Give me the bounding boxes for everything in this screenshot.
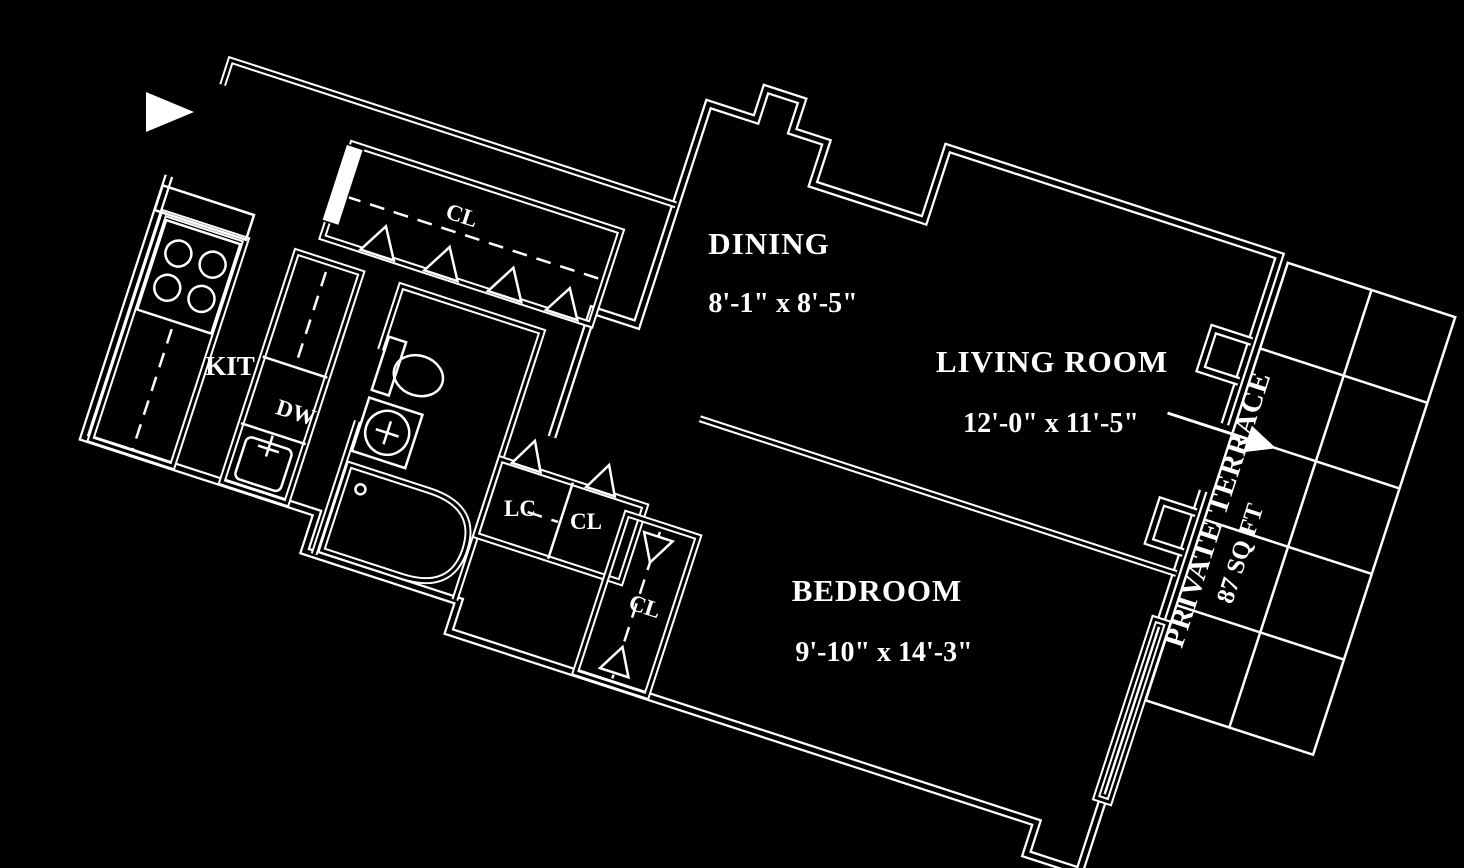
kitchen-label: KIT [205, 351, 255, 381]
tub-drain [354, 483, 367, 496]
bedroom-divider-wall [698, 415, 1178, 577]
exterior-walls [78, 83, 1286, 868]
kitchen-counter [86, 183, 256, 471]
terrace-access-arrow [1167, 411, 1276, 453]
entry-door-leaf [320, 143, 365, 227]
bathtub [317, 460, 472, 585]
hanger-triangle [642, 530, 676, 565]
entry-closet [318, 139, 626, 329]
stove [135, 218, 242, 336]
counter-return [153, 183, 256, 242]
bedroom-label: BEDROOM [792, 573, 963, 608]
dining-dimensions: 8'-1" x 8'-5" [708, 288, 857, 319]
entry-closet-label: CL [443, 199, 481, 233]
bifold-door [583, 462, 617, 499]
toilet [370, 335, 445, 398]
appliance-strip [217, 247, 366, 508]
refrigerator-cabinet [295, 271, 328, 362]
linen-closet-label: LC [504, 496, 536, 521]
cabinet-dash [131, 328, 173, 450]
hanger-triangle [421, 244, 460, 284]
hanger-triangle [597, 644, 631, 680]
bifold-door [509, 438, 543, 474]
bedroom-closet-label: CL [626, 590, 664, 624]
bathroom [310, 281, 547, 602]
stove-burners [153, 239, 227, 314]
dishwasher-label: DW [273, 394, 318, 430]
dining-label: DINING [708, 226, 829, 261]
hanger-triangle [485, 265, 523, 304]
bedroom-closet [570, 509, 703, 701]
bedroom-dimensions: 9'-10" x 14'-3" [795, 637, 972, 668]
north-arrow-icon [146, 92, 194, 132]
kitchen-sink [234, 435, 293, 493]
hanger-triangle [543, 285, 580, 322]
living-room-label: LIVING ROOM [936, 344, 1168, 379]
sliding-door [1091, 614, 1172, 807]
hall-closets [471, 438, 650, 587]
terrace-labels: PRIVATE TERRACE 87 SQ FT [1158, 367, 1277, 651]
hanger-triangle [358, 223, 396, 263]
hall-closet-label: CL [570, 509, 602, 534]
closet-rod [345, 195, 599, 280]
entry-wall [219, 55, 677, 209]
terrace-tile-grid [1144, 261, 1457, 757]
plan-geometry [78, 55, 1457, 868]
bathroom-basin [350, 395, 425, 470]
living-room-dimensions: 12'-0" x 11'-5" [963, 408, 1139, 439]
